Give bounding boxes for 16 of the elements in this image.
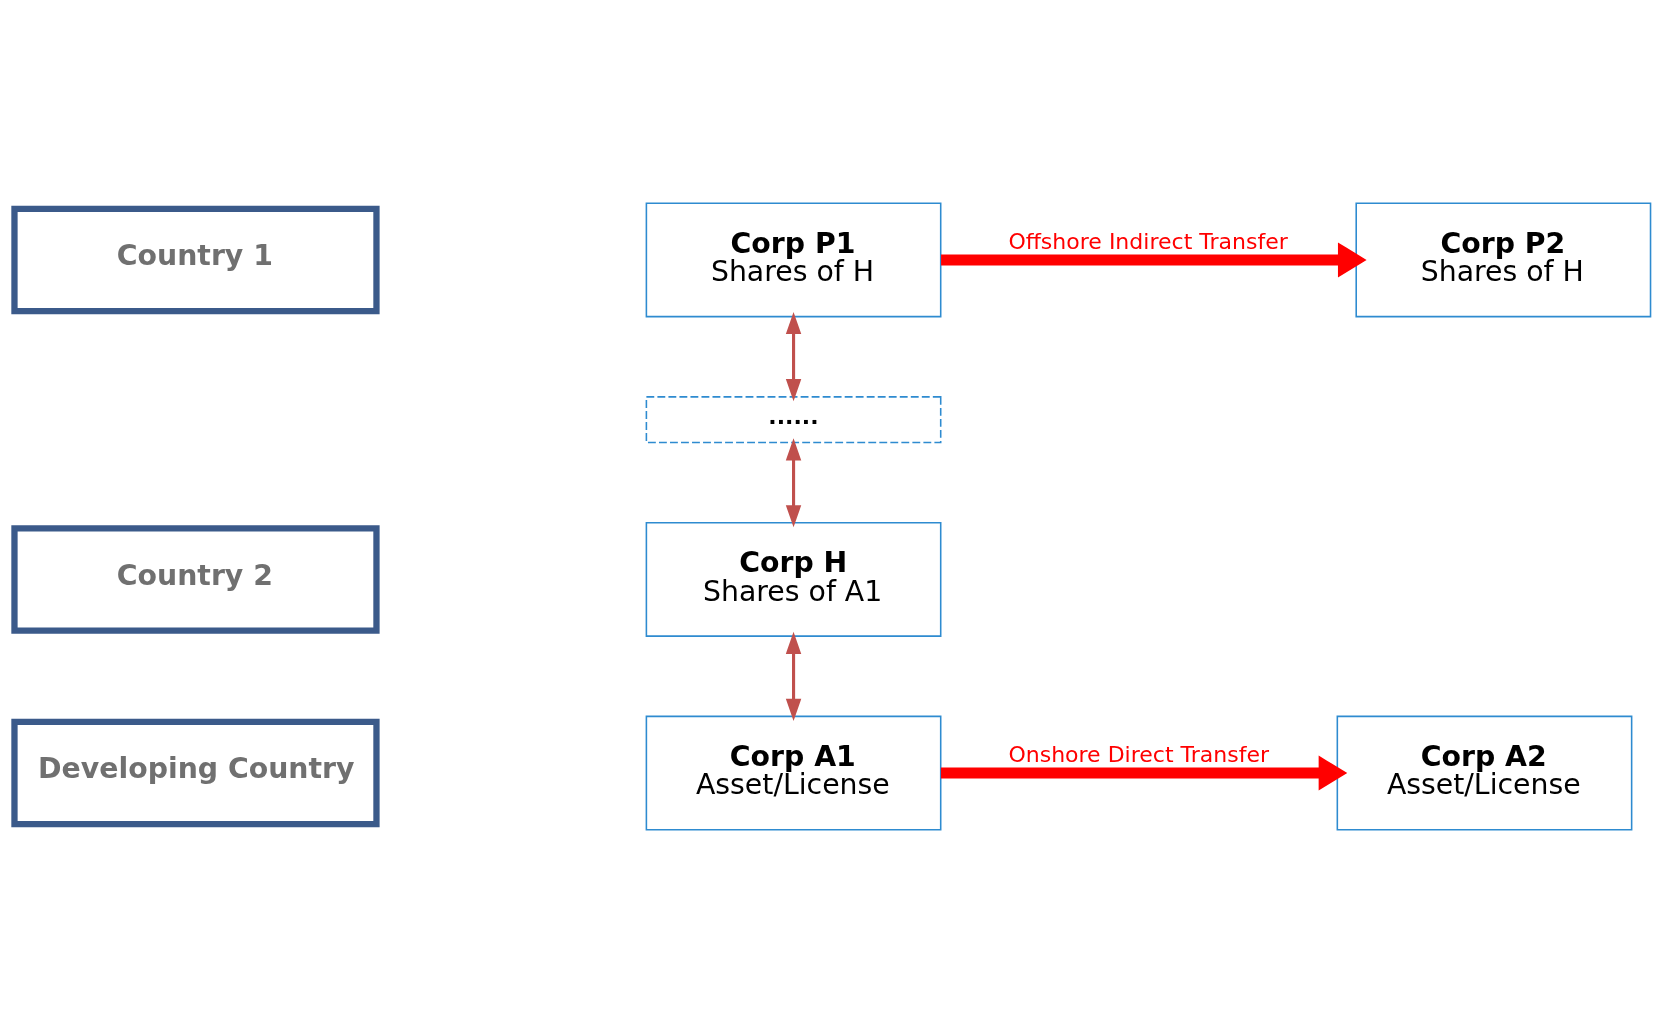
arrow <box>940 755 1348 791</box>
node-box: Corp P1 Shares of H <box>645 202 942 317</box>
arrow <box>785 631 802 721</box>
edge-label: Offshore Indirect Transfer <box>1008 228 1288 254</box>
node-box: Country 1 <box>11 205 380 314</box>
edge-label: Onshore Direct Transfer <box>1008 741 1270 767</box>
node-box: Corp A1 Asset/License <box>645 715 942 830</box>
node-box: ...... <box>645 395 942 443</box>
node-box: Corp H Shares of A1 <box>645 521 942 637</box>
arrow <box>941 241 1367 277</box>
node-box: Corp P2 Shares of H <box>1355 202 1652 317</box>
node-box: Country 2 <box>11 524 380 634</box>
arrow <box>785 311 802 401</box>
node-box: Developing Country <box>11 718 380 827</box>
arrow <box>785 437 802 527</box>
node-box: Corp A2 Asset/License <box>1336 715 1633 830</box>
